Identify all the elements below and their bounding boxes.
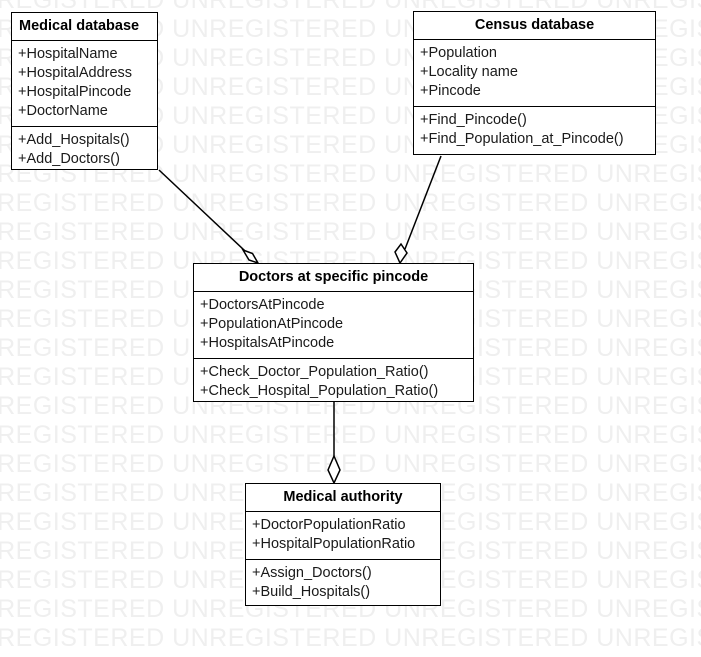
uml-class-medical-authority[interactable]: Medical authority+DoctorPopulationRatio+… — [245, 483, 441, 606]
uml-attribute: +DoctorPopulationRatio — [252, 517, 406, 533]
aggregation-diamond — [327, 454, 341, 485]
uml-operation: +Find_Pincode() — [420, 112, 527, 128]
uml-class-name: Medical database — [12, 13, 157, 41]
uml-class-name: Doctors at specific pincode — [194, 264, 473, 292]
uml-operation: +Find_Population_at_Pincode() — [420, 131, 624, 147]
uml-class-medical-database[interactable]: Medical database +HospitalName +HospitalAd… — [11, 12, 158, 170]
uml-attribute: +PopulationAtPincode — [200, 316, 344, 332]
uml-operations-compartment: +Assign_Doctors() +Build_Hospitals() — [246, 559, 440, 607]
uml-attribute: +HospitalName — [18, 46, 118, 62]
uml-operation: +Check_Doctor_Population_Ratio() — [200, 364, 429, 380]
uml-operations-compartment: +Check_Doctor_Population_Ratio() +Check_H… — [194, 358, 473, 406]
watermark-row: UNREGISTERED UNREGISTERED UNREGISTERED U… — [0, 450, 701, 478]
uml-operations-compartment: +Find_Pincode() +Find_Population_at_Pinco… — [414, 106, 655, 154]
uml-attribute: +Pincode — [420, 83, 481, 99]
watermark-row: UNREGISTERED UNREGISTERED UNREGISTERED U… — [0, 624, 701, 652]
uml-attribute: +DoctorsAtPincode — [200, 297, 325, 313]
uml-attribute: +HospitalPopulationRatio — [252, 536, 416, 552]
uml-attributes-compartment: +Population +Locality name +Pincode — [414, 40, 655, 106]
uml-operation: +Add_Doctors() — [18, 151, 120, 167]
aggregation-doctors-to-medical-authority — [327, 402, 341, 485]
uml-operation: +Build_Hospitals() — [252, 584, 371, 600]
aggregation-medical-database-to-doctors — [158, 169, 260, 265]
aggregation-diamond — [241, 248, 260, 265]
aggregation-diamond — [394, 242, 408, 265]
uml-class-name: Census database — [414, 12, 655, 40]
uml-attributes-compartment: +DoctorPopulationRatio +HospitalPopulatio… — [246, 512, 440, 559]
uml-class-doctors-at-specific-pincode[interactable]: Doctors at specific pincode+DoctorsAtPin… — [193, 263, 474, 402]
uml-attributes-compartment: +HospitalName +HospitalAddress +HospitalPi… — [12, 41, 157, 126]
uml-attribute: +HospitalsAtPincode — [200, 335, 335, 351]
uml-operation: +Assign_Doctors() — [252, 565, 372, 581]
uml-class-census-database[interactable]: Census database +Population +Locality name… — [413, 11, 656, 155]
watermark-row: UNREGISTERED UNREGISTERED UNREGISTERED U… — [0, 189, 701, 217]
uml-attribute: +Locality name — [420, 64, 518, 80]
uml-attribute: +HospitalPincode — [18, 84, 132, 100]
uml-attributes-compartment: +DoctorsAtPincode +PopulationAtPincode +Ho… — [194, 292, 473, 358]
uml-operation: +Check_Hospital_Population_Ratio() — [200, 383, 439, 399]
uml-attribute: +DoctorName — [18, 103, 108, 119]
aggregation-census-database-to-doctors — [394, 155, 442, 265]
uml-operations-compartment: +Add_Hospitals() +Add_Doctors() — [12, 126, 157, 174]
uml-attribute: +HospitalAddress — [18, 65, 133, 81]
uml-class-name: Medical authority — [246, 484, 440, 512]
uml-operation: +Add_Hospitals() — [18, 132, 130, 148]
watermark-row: UNREGISTERED UNREGISTERED UNREGISTERED U… — [0, 218, 701, 246]
uml-attribute: +Population — [420, 45, 497, 61]
watermark-row: UNREGISTERED UNREGISTERED UNREGISTERED U… — [0, 421, 701, 449]
